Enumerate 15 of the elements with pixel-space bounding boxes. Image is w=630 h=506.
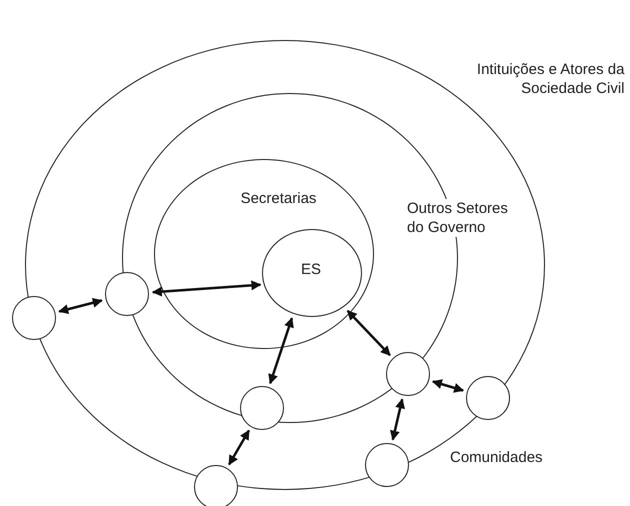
double-arrow xyxy=(152,280,262,297)
double-arrow xyxy=(58,298,103,314)
double-arrow xyxy=(268,317,294,384)
double-arrow xyxy=(228,430,250,466)
region-label: Comunidades xyxy=(450,448,543,467)
ellipse xyxy=(262,228,362,316)
region-label: ES xyxy=(300,260,322,279)
ring xyxy=(154,159,374,349)
double-arrow xyxy=(346,310,391,356)
circle xyxy=(12,296,56,340)
circle xyxy=(194,465,238,506)
region-label: Secretarias xyxy=(240,188,318,208)
double-arrow xyxy=(432,379,464,393)
region-label: Intituições e Atores da Sociedade Civil xyxy=(476,60,624,98)
double-arrow xyxy=(390,398,406,441)
